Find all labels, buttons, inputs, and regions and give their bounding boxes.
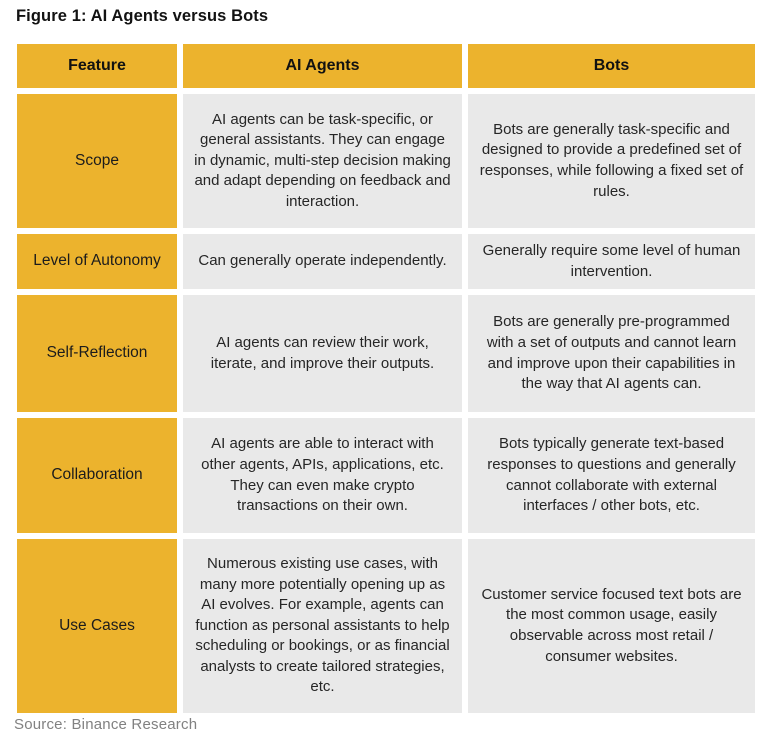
bots-cell-use-cases: Customer service focused text bots are t… [468,539,755,713]
ai-agents-cell-use-cases: Numerous existing use cases, with many m… [183,539,462,713]
bots-cell-scope: Bots are generally task-specific and des… [468,94,755,228]
ai-agents-cell-self-reflection: AI agents can review their work, iterate… [183,295,462,412]
ai-agents-cell-scope: AI agents can be task-specific, or gener… [183,94,462,228]
ai-agents-cell-collaboration: AI agents are able to interact with othe… [183,418,462,533]
ai-agents-cell-level-of-autonomy: Can generally operate independently. [183,234,462,289]
comparison-table: Feature AI Agents Bots Scope AI agents c… [17,44,755,713]
source-caption: Source: Binance Research [14,716,198,733]
header-cell-bots: Bots [468,44,755,88]
feature-cell-collaboration: Collaboration [17,418,177,533]
feature-cell-level-of-autonomy: Level of Autonomy [17,234,177,289]
header-cell-ai-agents: AI Agents [183,44,462,88]
feature-cell-use-cases: Use Cases [17,539,177,713]
header-cell-feature: Feature [17,44,177,88]
feature-cell-scope: Scope [17,94,177,228]
bots-cell-level-of-autonomy: Generally require some level of human in… [468,234,755,289]
feature-cell-self-reflection: Self-Reflection [17,295,177,412]
bots-cell-self-reflection: Bots are generally pre-programmed with a… [468,295,755,412]
figure-title: Figure 1: AI Agents versus Bots [16,7,269,25]
bots-cell-collaboration: Bots typically generate text-based respo… [468,418,755,533]
